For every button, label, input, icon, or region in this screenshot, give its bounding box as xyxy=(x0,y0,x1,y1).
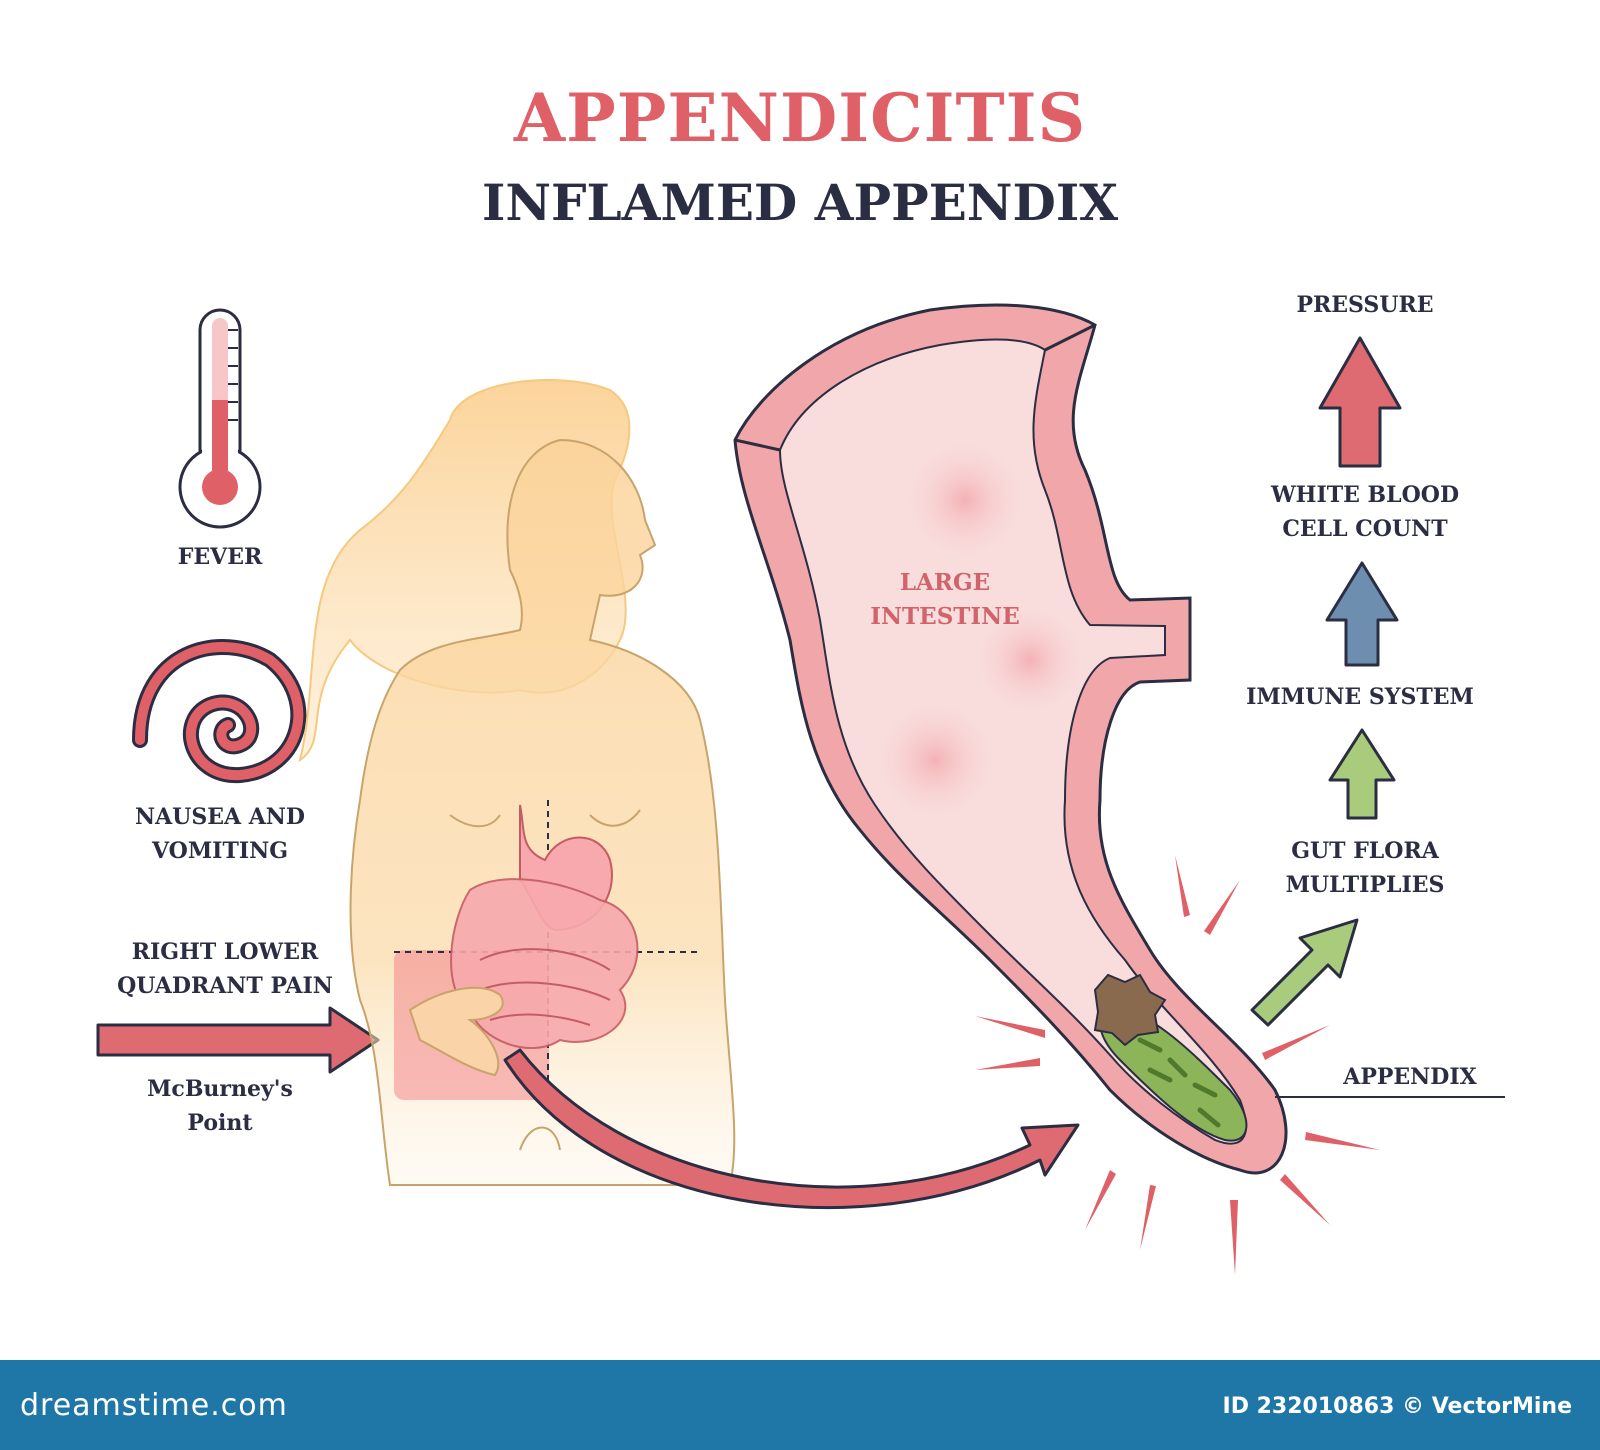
label-wbc: WHITE BLOOD CELL COUNT xyxy=(1270,482,1460,542)
label-pressure: PRESSURE xyxy=(1296,292,1434,318)
pain-burst xyxy=(975,855,1380,1275)
page-title: APPENDICITIS xyxy=(513,79,1087,157)
page-subtitle: INFLAMED APPENDIX xyxy=(481,173,1119,232)
label-mcburney: McBurney's Point xyxy=(147,1076,293,1136)
label-nausea: NAUSEA AND VOMITING xyxy=(134,804,305,864)
diagram-artwork xyxy=(96,303,1505,1275)
spiral-icon xyxy=(132,639,307,784)
arrow-diagonal-icon-flora xyxy=(1250,918,1359,1027)
arrow-up-icon-wbc xyxy=(1325,561,1399,667)
diagram-stage: APPENDICITIS INFLAMED APPENDIX FEVER NAU… xyxy=(96,79,1505,1275)
footer-image-id: ID 232010863 © VectorMine xyxy=(1222,1394,1572,1419)
label-appendix: APPENDIX xyxy=(1343,1064,1477,1090)
footer-bar: dreamstime.com ID 232010863 © VectorMine xyxy=(0,1360,1600,1450)
arrow-up-icon-immune xyxy=(1328,728,1396,820)
large-intestine-shape xyxy=(733,303,1288,1175)
hand-shape xyxy=(408,986,504,1077)
curved-arrow xyxy=(503,1048,1080,1210)
label-rlq-pain: RIGHT LOWER QUADRANT PAIN xyxy=(117,939,333,999)
label-immune: IMMUNE SYSTEM xyxy=(1246,684,1474,710)
label-fever: FEVER xyxy=(177,544,263,570)
thermometer-icon xyxy=(178,308,262,529)
fecalith-shape xyxy=(1093,973,1167,1047)
footer-brand[interactable]: dreamstime.com xyxy=(20,1388,288,1423)
arrow-right-icon xyxy=(96,1006,380,1074)
label-large-intestine: LARGE INTESTINE xyxy=(870,569,1020,630)
appendix-shape xyxy=(1093,973,1248,1142)
label-gut-flora: GUT FLORA MULTIPLIES xyxy=(1285,838,1445,898)
arrow-up-icon-pressure xyxy=(1318,336,1402,468)
